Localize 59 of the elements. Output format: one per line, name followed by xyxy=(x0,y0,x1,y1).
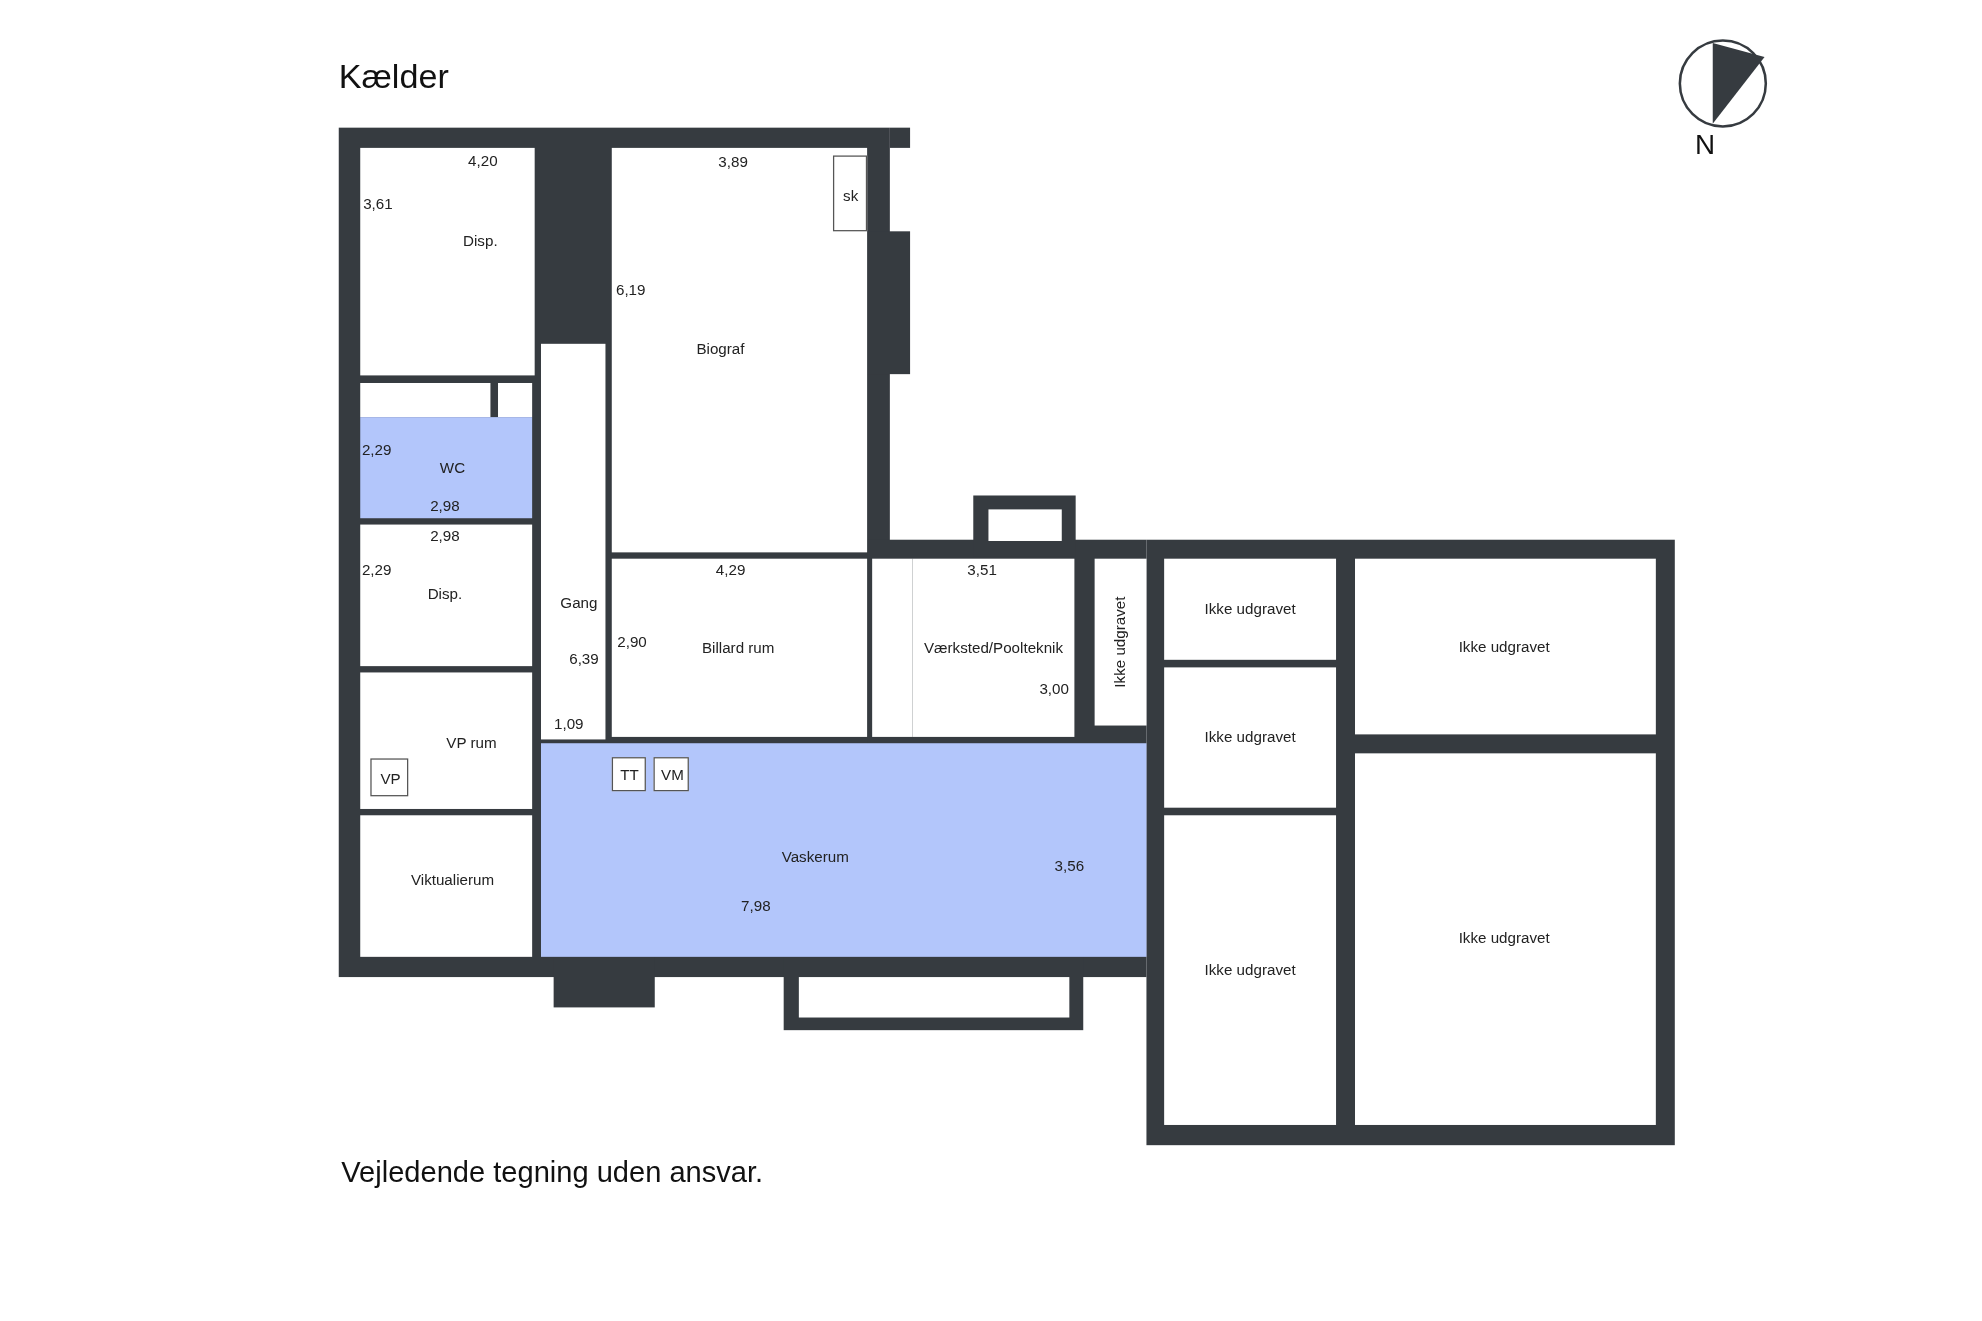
fixture-label: VP xyxy=(380,769,401,788)
room-label: Ikke udgravet xyxy=(1458,929,1550,947)
fixture-box xyxy=(653,757,689,792)
page-title: Kælder xyxy=(338,58,449,98)
room-label: Ikke udgravet xyxy=(1204,728,1296,746)
room-label: Viktualierum xyxy=(410,870,495,889)
dimension-label: 3,61 xyxy=(363,194,393,213)
dimension-label: 1,09 xyxy=(554,715,584,734)
room-area xyxy=(541,743,1147,957)
room-label: WC xyxy=(439,458,466,477)
room-area xyxy=(1164,815,1337,1125)
disclaimer-caption: Vejledende tegning uden ansvar. xyxy=(341,1155,764,1190)
room-label: Ikke udgravet xyxy=(1458,638,1550,656)
room-area xyxy=(1355,558,1656,735)
dimension-label: 2,29 xyxy=(361,441,392,459)
dimension-label: 7,98 xyxy=(741,897,771,916)
room-label: Ikke udgravet xyxy=(1204,600,1296,619)
room-label: Værksted/Poolteknik xyxy=(923,639,1064,658)
dimension-label: 4,20 xyxy=(468,151,498,170)
room-label: Disp. xyxy=(427,585,463,603)
fixture-box xyxy=(370,758,409,797)
room-label: VP rum xyxy=(446,734,497,753)
room-label: Gang xyxy=(560,594,598,612)
room-area xyxy=(360,815,533,957)
room-area xyxy=(360,524,533,667)
dimension-label: 3,89 xyxy=(718,152,748,171)
room-area xyxy=(1164,558,1337,660)
room-label: Biograf xyxy=(696,340,745,358)
room-area xyxy=(1094,558,1147,726)
dimension-label: 3,56 xyxy=(1054,857,1085,875)
fixture-label: sk xyxy=(843,187,859,205)
dimension-label: 2,98 xyxy=(430,496,460,515)
room-area xyxy=(360,417,533,519)
dimension-label: 3,51 xyxy=(967,561,997,579)
room-area xyxy=(1164,667,1337,808)
room-label: Ikke udgravet xyxy=(1111,596,1129,688)
dimension-label: 3,00 xyxy=(1039,680,1069,698)
room-area xyxy=(1355,753,1656,1125)
room-area xyxy=(541,343,606,740)
room-label: Billard rum xyxy=(701,639,775,658)
fixture-label: TT xyxy=(620,766,639,784)
dimension-label: 2,29 xyxy=(361,561,392,579)
room-area xyxy=(360,672,533,809)
dimension-label: 2,98 xyxy=(430,527,460,545)
dimension-label: 2,90 xyxy=(617,633,647,651)
room-area xyxy=(912,558,1075,737)
fixture-box xyxy=(611,757,646,792)
dimension-label: 4,29 xyxy=(715,561,746,579)
room-label: Disp. xyxy=(463,232,498,251)
room-area xyxy=(611,558,868,737)
room-label: Ikke udgravet xyxy=(1204,960,1296,979)
fixture-label: VM xyxy=(661,766,684,784)
north-label: N xyxy=(1695,128,1716,162)
room-label: Vaskerum xyxy=(781,848,849,866)
room-area xyxy=(611,147,868,553)
fixture-box xyxy=(833,155,868,232)
dimension-label: 6,19 xyxy=(615,280,646,299)
dimension-label: 6,39 xyxy=(569,649,599,668)
room-area xyxy=(360,147,535,376)
